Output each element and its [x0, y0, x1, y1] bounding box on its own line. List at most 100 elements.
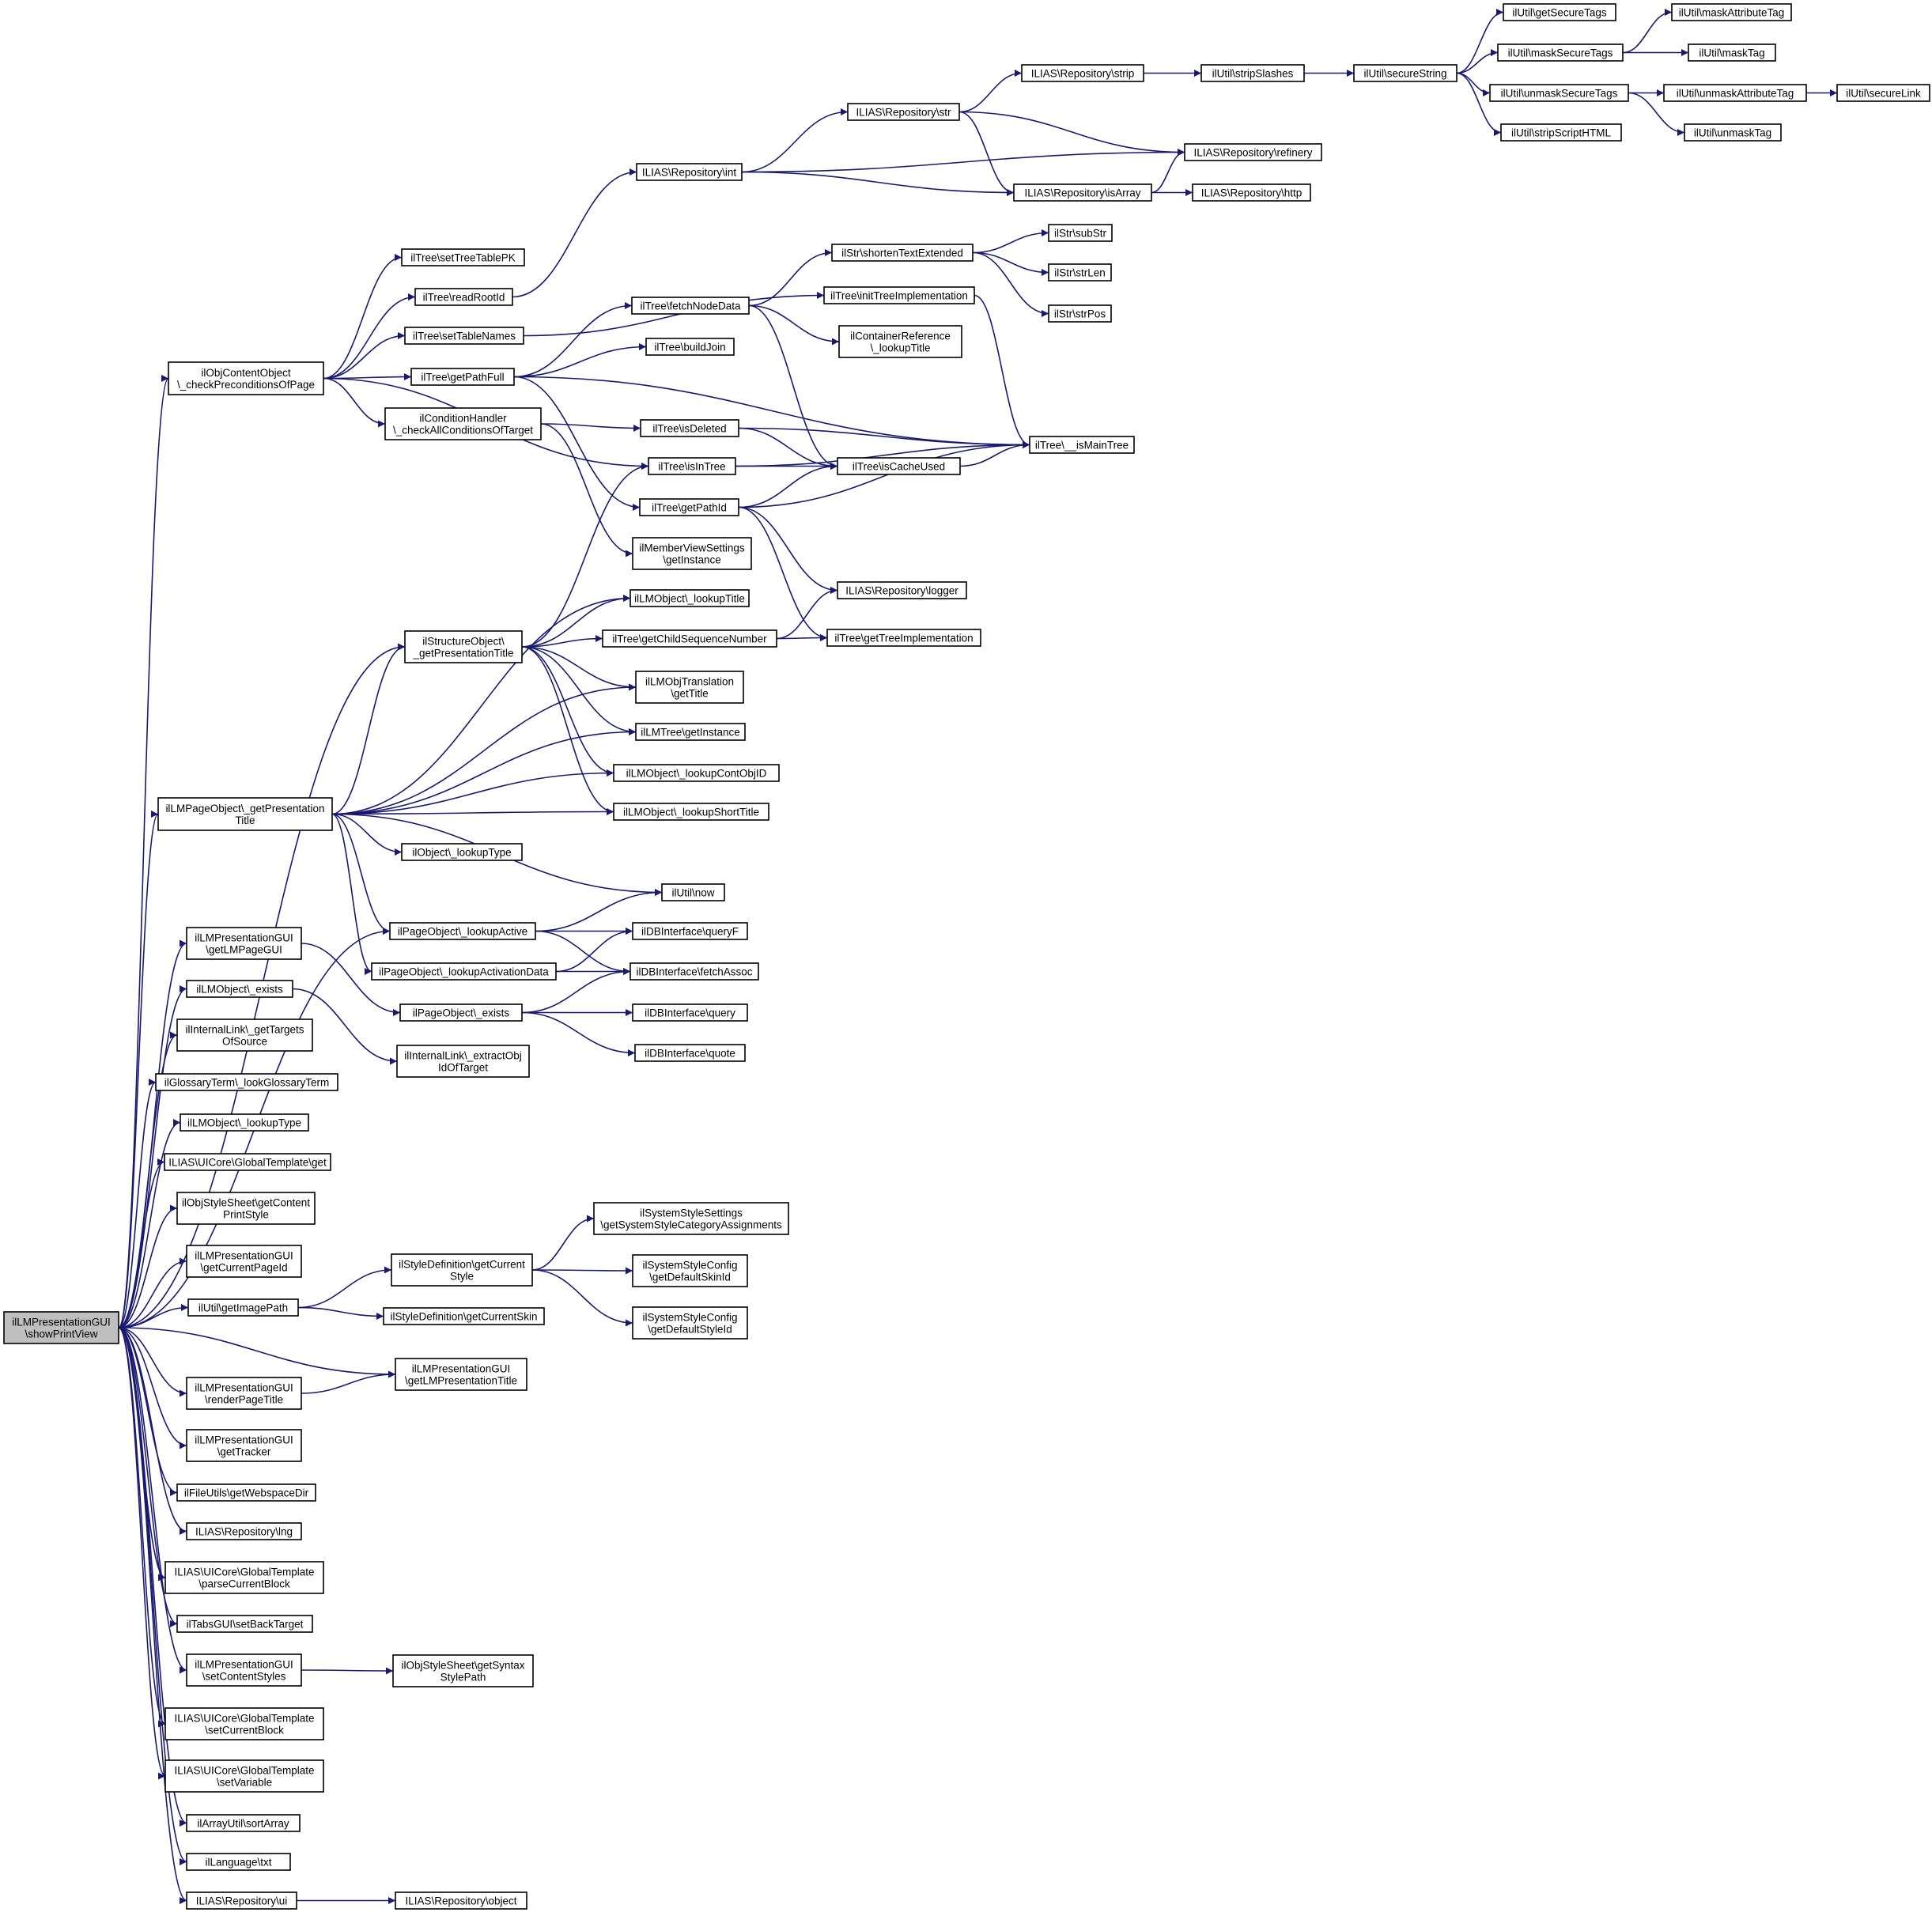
function-node[interactable]: ilDBInterface\query: [632, 1003, 748, 1022]
function-node[interactable]: ilTree\buildJoin: [645, 338, 735, 356]
node-box: [632, 922, 748, 940]
function-node[interactable]: ilLanguage\txt: [186, 1853, 291, 1871]
function-node[interactable]: ilTree\readRootId: [414, 288, 513, 306]
function-node[interactable]: ilLMObject\_lookupType: [180, 1113, 309, 1132]
function-node[interactable]: ilDBInterface\fetchAssoc: [630, 962, 759, 981]
function-node[interactable]: ilTabsGUI\setBackTarget: [176, 1615, 313, 1633]
node-box: [634, 1044, 746, 1062]
function-node[interactable]: ilLMPresentationGUI\getLMPageGUI: [186, 927, 302, 960]
edge-n31-to-n53: [535, 889, 663, 932]
node-label: ilLMPageObject\_getPresentation: [165, 803, 324, 814]
function-node[interactable]: ilTree\initTreeImplementation: [823, 286, 975, 304]
function-node[interactable]: ilTree\getChildSequenceNumber: [602, 629, 777, 648]
function-node[interactable]: ilUtil\secureString: [1353, 64, 1458, 82]
function-node[interactable]: ilStr\shortenTextExtended: [831, 244, 974, 262]
function-node[interactable]: ilTree\setTableNames: [404, 327, 524, 345]
function-node[interactable]: ilLMObject\_lookupShortTitle: [613, 803, 769, 821]
function-node[interactable]: ilLMPresentationGUI\renderPageTitle: [186, 1377, 302, 1410]
function-node[interactable]: ilLMPresentationGUI\setContentStyles: [186, 1653, 302, 1687]
function-node[interactable]: ilUtil\maskSecureTags: [1497, 43, 1624, 62]
function-node[interactable]: ilDBInterface\quote: [634, 1044, 746, 1062]
function-node[interactable]: ilUtil\stripSlashes: [1200, 64, 1305, 82]
function-node[interactable]: ILIAS\Repository\strip: [1021, 64, 1144, 82]
function-node[interactable]: ILIAS\Repository\int: [636, 163, 743, 181]
function-node[interactable]: ILIAS\Repository\logger: [837, 581, 967, 599]
function-node[interactable]: ilLMObject\_exists: [186, 980, 293, 998]
function-node[interactable]: ILIAS\Repository\refinery: [1184, 143, 1322, 161]
function-node[interactable]: ILIAS\UICore\GlobalTemplate\setVariable: [164, 1759, 324, 1793]
function-node[interactable]: ILIAS\Repository\object: [395, 1891, 527, 1910]
function-node[interactable]: ilUtil\stripScriptHTML: [1500, 123, 1622, 142]
function-node[interactable]: ILIAS\Repository\str: [847, 103, 960, 121]
function-node[interactable]: ilTree\isCacheUsed: [837, 457, 961, 475]
function-node[interactable]: ilGlossaryTerm\_lookGlossaryTerm: [155, 1073, 338, 1091]
function-node[interactable]: ilFileUtils\getWebspaceDir: [176, 1483, 316, 1502]
node-box: [838, 325, 962, 358]
function-node[interactable]: ilLMPresentationGUI\getLMPresentationTit…: [395, 1358, 527, 1391]
function-node[interactable]: ilLMObject\_lookupTitle: [630, 589, 750, 607]
function-node[interactable]: ilLMObjTranslation\getTitle: [635, 671, 744, 704]
function-node[interactable]: ilUtil\getSecureTags: [1503, 3, 1616, 21]
function-node[interactable]: ilDBInterface\queryF: [632, 922, 748, 940]
function-node[interactable]: ILIAS\Repository\isArray: [1013, 183, 1152, 202]
node-label: ilTree\isDeleted: [652, 423, 726, 435]
function-node[interactable]: ILIAS\UICore\GlobalTemplate\parseCurrent…: [164, 1561, 324, 1594]
edge-n11-to-n35: [297, 1266, 392, 1309]
function-node[interactable]: ilLMPresentationGUI\getTracker: [186, 1429, 302, 1462]
function-node[interactable]: ilTree\getPathFull: [410, 368, 515, 386]
edge-n2-to-n31: [331, 813, 391, 935]
function-node[interactable]: ilUtil\maskAttributeTag: [1671, 3, 1792, 21]
function-node[interactable]: ILIAS\UICore\GlobalTemplate\setCurrentBl…: [164, 1707, 324, 1740]
node-box: [186, 1653, 302, 1687]
function-node[interactable]: ILIAS\Repository\ui: [186, 1891, 297, 1910]
function-node[interactable]: ILIAS\Repository\http: [1192, 183, 1311, 202]
function-node[interactable]: ilUtil\unmaskSecureTags: [1489, 84, 1629, 102]
function-node[interactable]: ilStructureObject\_getPresentationTitle: [404, 630, 523, 663]
function-node[interactable]: ilArrayUtil\sortArray: [186, 1814, 301, 1832]
root-function-node[interactable]: ilLMPresentationGUI\showPrintView: [3, 1311, 119, 1344]
function-node[interactable]: ilSystemStyleConfig\getDefaultSkinId: [632, 1254, 748, 1287]
function-node[interactable]: ilTree\getPathId: [639, 498, 739, 516]
function-node[interactable]: ilUtil\unmaskTag: [1684, 123, 1782, 142]
function-node[interactable]: ILIAS\Repository\lng: [186, 1522, 302, 1540]
function-node[interactable]: ilConditionHandler\_checkAllConditionsOf…: [384, 407, 542, 440]
function-node[interactable]: ILIAS\UICore\GlobalTemplate\get: [164, 1153, 331, 1171]
function-node[interactable]: ilPageObject\_lookupActive: [389, 922, 536, 940]
function-node[interactable]: ilContainerReference\_lookupTitle: [838, 325, 962, 358]
function-node[interactable]: ilUtil\now: [661, 883, 725, 901]
function-node[interactable]: ilLMTree\getInstance: [635, 723, 746, 741]
edge-n2-to-n29: [331, 643, 406, 815]
function-node[interactable]: ilTree\fetchNodeData: [631, 297, 750, 315]
function-node[interactable]: ilMemberViewSettings\getInstance: [632, 537, 752, 570]
function-node[interactable]: ilSystemStyleSettings\getSystemStyleCate…: [593, 1202, 789, 1235]
function-node[interactable]: ilStyleDefinition\getCurrentSkin: [383, 1307, 545, 1325]
function-node[interactable]: ilPageObject\_exists: [399, 1003, 523, 1022]
function-node[interactable]: ilTree\__isMainTree: [1029, 436, 1135, 454]
function-node[interactable]: ilTree\isDeleted: [640, 419, 739, 437]
function-node[interactable]: ilTree\setTreeTablePK: [401, 248, 525, 266]
function-node[interactable]: ilStr\strPos: [1048, 304, 1112, 323]
function-node[interactable]: ilSystemStyleConfig\getDefaultStyleId: [632, 1306, 748, 1340]
function-node[interactable]: ilUtil\unmaskAttributeTag: [1663, 84, 1807, 102]
function-node[interactable]: ilUtil\maskTag: [1688, 43, 1776, 62]
function-node[interactable]: ilObject\_lookupType: [401, 843, 523, 861]
function-node[interactable]: ilLMPageObject\_getPresentationTitle: [157, 797, 333, 831]
function-node[interactable]: ilLMPresentationGUI\getCurrentPageId: [186, 1245, 302, 1278]
function-node[interactable]: ilTree\getTreeImplementation: [826, 629, 981, 647]
function-node[interactable]: ilUtil\getImagePath: [187, 1298, 299, 1317]
function-node[interactable]: ilStr\strLen: [1048, 263, 1112, 282]
node-box: [1184, 143, 1322, 161]
edge-n25-to-n40: [512, 168, 637, 298]
function-node[interactable]: ilPageObject\_lookupActivationData: [371, 962, 557, 981]
function-node[interactable]: ilUtil\secureLink: [1836, 84, 1930, 102]
function-node[interactable]: ilLMObject\_lookupContObjID: [613, 764, 780, 782]
function-node[interactable]: ilObjContentObject\_checkPreconditionsOf…: [168, 361, 324, 395]
function-node[interactable]: ilTree\isInTree: [648, 457, 736, 475]
function-node[interactable]: ilStr\subStr: [1048, 224, 1113, 242]
